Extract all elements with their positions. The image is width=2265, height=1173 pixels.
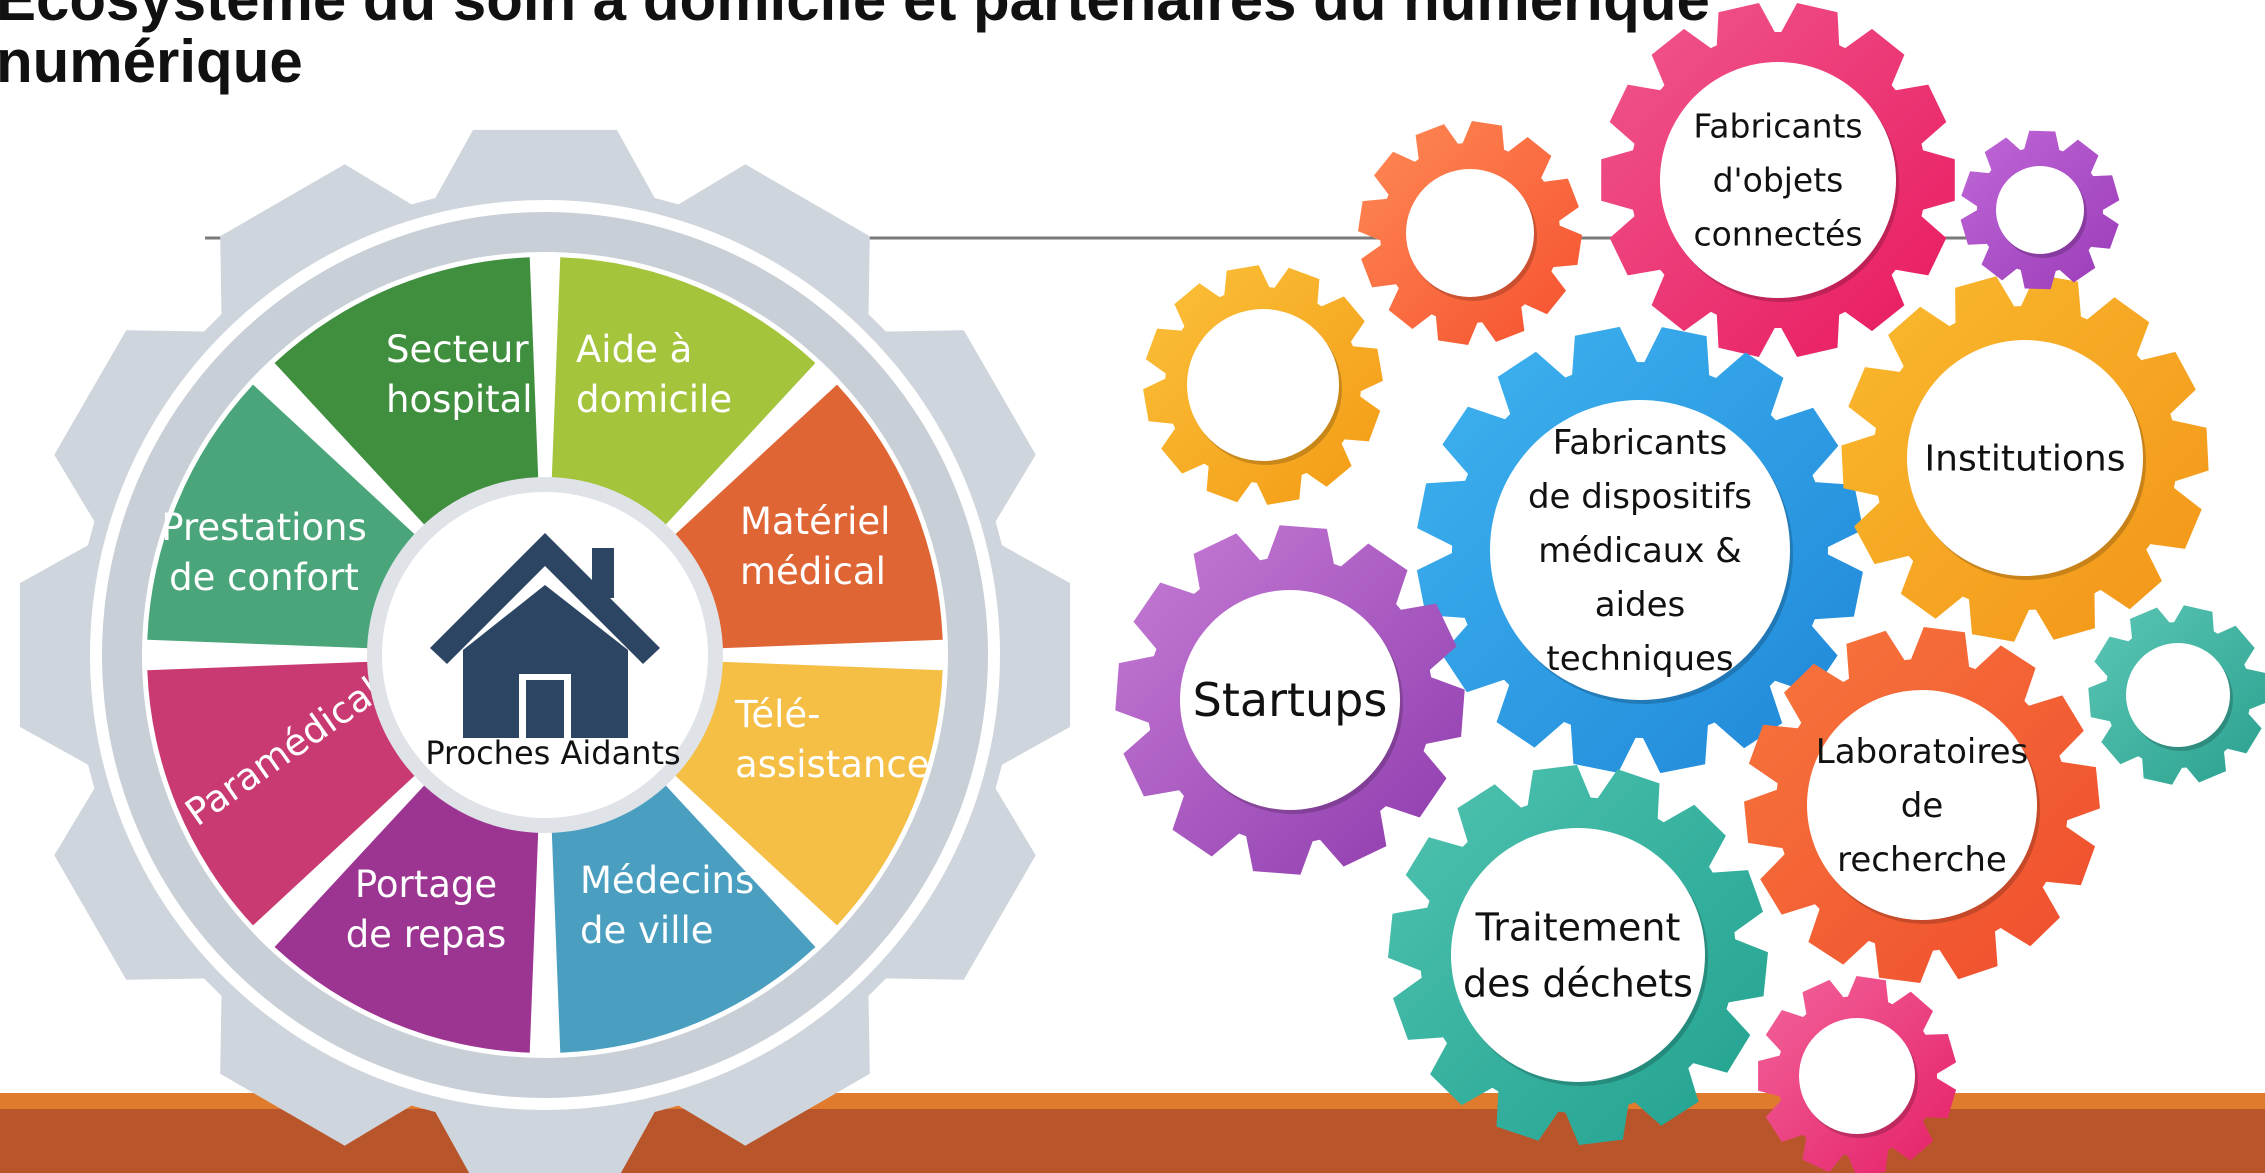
segment-label-line: domicile — [576, 378, 732, 421]
gear-hole — [2126, 643, 2230, 747]
gear-8 — [1960, 130, 2120, 290]
gear-label-line: Traitement — [1475, 905, 1681, 949]
segment-label-line: Secteur — [386, 328, 529, 371]
segment-label-line: Télé- — [734, 693, 820, 736]
segment-label-line: de repas — [346, 913, 507, 956]
gear-hole — [1406, 169, 1534, 297]
segment-label-3: Télé-assistance — [734, 693, 930, 786]
house-chimney — [592, 548, 614, 598]
segment-label-line: Matériel — [740, 500, 890, 543]
gear-hole — [1907, 340, 2143, 576]
segment-label-5: Portage de repas — [346, 863, 507, 956]
gear-hole — [1180, 590, 1400, 810]
segment-label-1: Aide à domicile — [576, 328, 732, 421]
gear-label-4: Laboratoires de recherche — [1816, 732, 2028, 880]
segment-label-2: Matériel médical — [740, 500, 890, 593]
segment-label-line: Aide à — [576, 328, 692, 371]
segment-5 — [274, 781, 539, 1053]
house-icon — [430, 533, 660, 738]
segment-0 — [274, 257, 539, 529]
gear-label-line: Fabricants — [1693, 107, 1862, 146]
segment-label-line: Portage — [355, 863, 497, 906]
gear-label-line: Institutions — [1925, 439, 2126, 480]
segment-3 — [671, 661, 943, 926]
gear-label-line: Laboratoires — [1816, 732, 2028, 772]
gear-9 — [2088, 605, 2265, 785]
gear-6 — [1358, 121, 1582, 345]
gear-label-line: connectés — [1693, 215, 1862, 254]
gear-0: Fabricants d'objets connectés — [1601, 3, 1955, 357]
segment-label-7: Prestations de confort — [161, 506, 366, 599]
segment-7 — [147, 384, 419, 649]
segment-label-line: Prestations — [161, 506, 366, 549]
gear-hole — [1451, 828, 1705, 1082]
segment-1 — [551, 257, 816, 529]
title-line-2: numérique — [0, 28, 303, 95]
gear-hole — [1799, 1018, 1915, 1134]
segment-label-4: Médecins de ville — [580, 859, 754, 952]
gear-label-5: Traitement des déchets — [1463, 905, 1693, 1005]
gear-7 — [1143, 265, 1383, 505]
gear-1: Fabricants de dispositifs médicaux & aides t… — [1416, 326, 1864, 774]
gear-label-line: Startups — [1193, 673, 1388, 727]
gear-label-line: de — [1901, 786, 1944, 826]
gear-hole — [1187, 309, 1339, 461]
title-line-1: Écosystème du soin à domicile et partena… — [0, 0, 1710, 30]
gear-hole — [1807, 690, 2037, 920]
gear-2: Institutions — [1841, 274, 2209, 642]
gear-label-line: aides — [1595, 585, 1686, 625]
gear-label-0: Fabricants d'objets connectés — [1693, 107, 1862, 254]
gear-4: Laboratoires de recherche — [1744, 627, 2100, 983]
gear-hole — [1660, 62, 1896, 298]
house-roof — [430, 533, 660, 664]
center-label: Proches Aidants — [425, 734, 680, 772]
gear-hole — [1490, 400, 1790, 700]
segment-4 — [551, 781, 816, 1053]
segment-label-line: de confort — [169, 556, 359, 599]
gear-label-line: techniques — [1546, 639, 1733, 679]
segment-label-line: Médecins — [580, 859, 754, 902]
gear-3: Startups — [1115, 525, 1465, 875]
gear-5: Traitement des déchets — [1388, 765, 1768, 1145]
house-body — [463, 585, 628, 738]
house-door — [526, 680, 564, 738]
gear-label-line: Fabricants — [1553, 423, 1727, 463]
gear-10 — [1758, 976, 1957, 1173]
segment-label-line: de ville — [580, 909, 714, 952]
gear-label-line: de dispositifs — [1528, 477, 1752, 517]
gear-label-2: Institutions — [1925, 439, 2126, 480]
segment-2 — [671, 384, 943, 649]
segment-label-line: assistance — [735, 743, 930, 786]
wheel-segments: Secteur hospitalier Aide à domicileMatériel… — [147, 257, 943, 1053]
gear-label-line: d'objets — [1713, 161, 1844, 200]
segment-label-line: hospitalier — [386, 378, 582, 421]
gear-hole — [1996, 166, 2084, 254]
gear-label-line: des déchets — [1463, 961, 1693, 1005]
gear-label-1: Fabricants de dispositifs médicaux & aides t… — [1528, 423, 1752, 679]
segment-label-0: Secteur hospitalier — [386, 328, 582, 421]
gear-label-3: Startups — [1193, 673, 1388, 727]
segment-6 — [147, 661, 419, 926]
segment-label-line: médical — [740, 550, 886, 593]
gear-label-line: recherche — [1837, 840, 2007, 880]
gear-label-line: médicaux & — [1538, 531, 1742, 571]
